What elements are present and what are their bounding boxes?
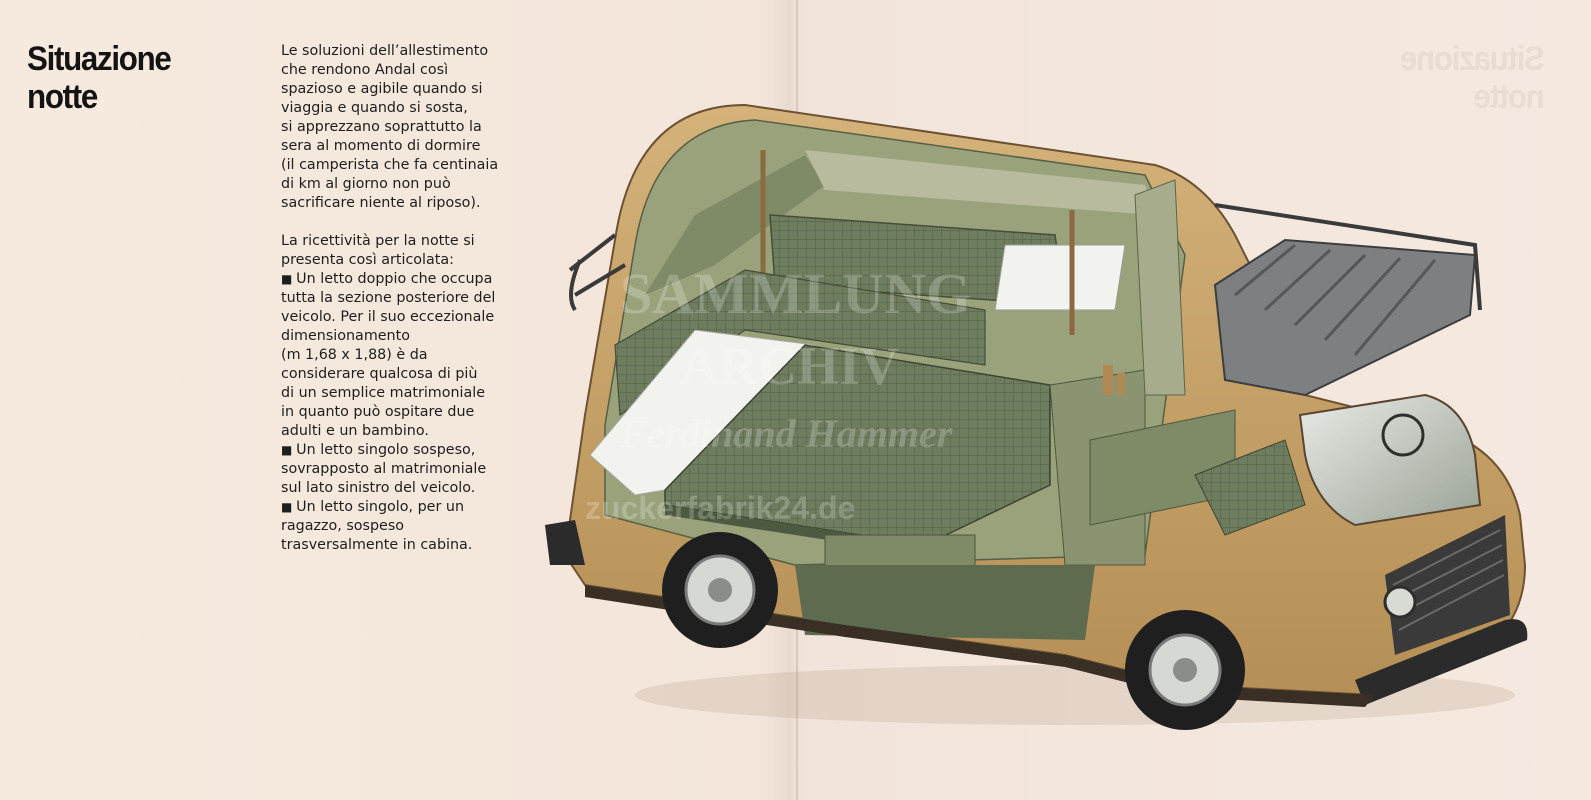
intro-line: viaggia e quando si sosta,	[281, 100, 468, 116]
rear-wheel	[662, 532, 778, 648]
body-text: Le soluzioni dell’allestimento che rendon…	[281, 42, 531, 555]
bed-list-item-line: in quanto può ospitare due	[281, 404, 475, 420]
bed-list-item-line: tutta la sezione posteriore del	[281, 290, 496, 306]
bed-list-item-line: sul lato sinistro del veicolo.	[281, 480, 476, 496]
bed-list-item-line: ragazzo, sospeso	[281, 518, 405, 534]
intro-line: sacrificare niente al riposo).	[281, 195, 481, 211]
lead-line: presenta così articolata:	[281, 252, 454, 268]
bed-list-item-line: di un semplice matrimoniale	[281, 385, 486, 401]
bed-list-item-line: sovrapposto al matrimoniale	[281, 461, 487, 477]
bed-list-item-line: Un letto singolo, per un	[296, 499, 465, 515]
bed-list-item-line: veicolo. Per il suo eccezionale	[281, 309, 495, 325]
title-line-1: Situazione	[27, 40, 172, 78]
van-cutaway-illustration	[545, 103, 1528, 730]
intro-line: si apprezzano soprattutto la	[281, 119, 482, 135]
lead-paragraph: La ricettività per la notte si presenta c…	[281, 232, 531, 270]
bed-list-item-line: (m 1,68 x 1,88) è da	[281, 347, 428, 363]
intro-line: che rendono Andal così	[281, 62, 449, 78]
intro-line: (il camperista che fa centinaia	[281, 157, 499, 173]
intro-line: spazioso e agibile quando si	[281, 81, 483, 97]
title-line-2: notte	[27, 78, 98, 116]
intro-line: di km al giorno non può	[281, 176, 451, 192]
front-wheel	[1125, 610, 1245, 730]
intro-paragraph: Le soluzioni dell’allestimento che rendon…	[281, 42, 531, 213]
page-title: Situazione notte	[27, 40, 172, 116]
bed-list-item-line: trasversalmente in cabina.	[281, 537, 473, 553]
bed-list-item: Un letto singolo sospeso, sovrapposto al …	[281, 441, 531, 498]
lead-line: La ricettività per la notte si	[281, 233, 475, 249]
bed-list-item-line: adulti e un bambino.	[281, 423, 429, 439]
windshield	[1298, 393, 1482, 527]
bed-list-item-line: Un letto singolo sospeso,	[296, 442, 476, 458]
intro-line: Le soluzioni dell’allestimento	[281, 43, 489, 59]
ghost-line-1: Situazione	[1401, 40, 1545, 78]
bed-list-item-line: considerare qualcosa di più	[281, 366, 478, 382]
bed-list-item-line: dimensionamento	[281, 328, 410, 344]
bed-list-item: Un letto doppio che occupa tutta la sezio…	[281, 270, 531, 441]
intro-line: sera al momento di dormire	[281, 138, 481, 154]
bed-list-item-line: Un letto doppio che occupa	[296, 271, 493, 287]
bed-list-item: Un letto singolo, per un ragazzo, sospeso…	[281, 498, 531, 555]
bed-list: Un letto doppio che occupa tutta la sezio…	[281, 270, 531, 555]
